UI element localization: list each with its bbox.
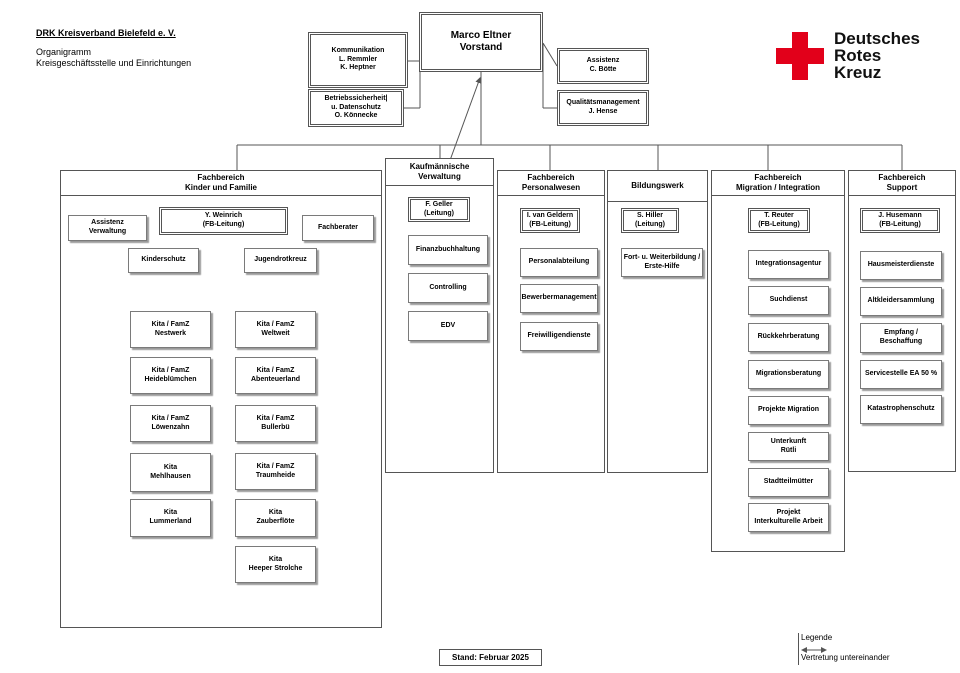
logo-word-1: Deutsches [834, 29, 920, 48]
kita-box: Kita / FamZ Traumheide [235, 453, 316, 490]
kaufm-item: EDV [408, 311, 488, 341]
personal-lead: I. van Geldern (FB-Leitung) [520, 208, 580, 233]
kita-box: Kita Mehlhausen [130, 453, 211, 492]
kaufm-item: Controlling [408, 273, 488, 303]
kita-box: Kita / FamZ Abenteuerland [235, 357, 316, 394]
ceo-role: Vorstand [459, 42, 503, 53]
panel-kinder: Fachbereich Kinder und Familie [60, 170, 382, 628]
red-cross-icon [776, 32, 824, 80]
personal-item: Personalabteilung [520, 248, 598, 277]
assistenz-box: Assistenz C. Bötte [557, 48, 649, 84]
drk-logo: Deutsches Rotes Kreuz [776, 29, 936, 82]
sicherheit-box: Betriebssicherheit| u. Datenschutz O. Kö… [308, 89, 404, 127]
org-name: DRK Kreisverband Bielefeld e. V. [36, 28, 176, 38]
qualitaet-box: Qualitätsmanagement J. Hense [557, 90, 649, 126]
logo-word-2: Rotes [834, 46, 882, 65]
migration-lead: T. Reuter (FB-Leitung) [748, 208, 810, 233]
kita-box: Kita / FamZ Löwenzahn [130, 405, 211, 442]
migration-item: Integrationsagentur [748, 250, 829, 279]
migration-item: Migrationsberatung [748, 360, 829, 389]
kinder-fachberater: Fachberater [302, 215, 374, 241]
legend-text: Vertretung untereinander [801, 653, 890, 662]
bildung-lead: S. Hiller (Leitung) [621, 208, 679, 233]
doc-subtitle: Kreisgeschäftsstelle und Einrichtungen [36, 58, 192, 69]
kinder-assistenz: Assistenz Verwaltung [68, 215, 147, 241]
kita-box: Kita Zauberflöte [235, 499, 316, 537]
kinder-jugendrotkreuz: Jugendrotkreuz [244, 248, 317, 273]
support-item: Katastrophenschutz [860, 395, 942, 424]
kinder-lead: Y. Weinrich (FB-Leitung) [159, 207, 288, 235]
kommunikation-box: Kommunikation L. Remmler K. Heptner [308, 32, 408, 88]
support-item: Altkleidersammlung [860, 287, 942, 316]
migration-item: Rückkehrberatung [748, 323, 829, 352]
logo-word-3: Kreuz [834, 63, 882, 82]
personal-item: Freiwilligendienste [520, 322, 598, 351]
header-block: DRK Kreisverband Bielefeld e. V. Organig… [36, 28, 191, 70]
migration-item: Projekt Interkulturelle Arbeit [748, 503, 829, 532]
kaufm-lead: F. Geller (Leitung) [408, 197, 470, 222]
migration-item: Stadtteilmütter [748, 468, 829, 497]
panel-support-title: Fachbereich Support [849, 171, 955, 196]
kaufm-item: Finanzbuchhaltung [408, 235, 488, 265]
panel-kinder-title: Fachbereich Kinder und Familie [61, 171, 381, 196]
panel-personal-title: Fachbereich Personalwesen [498, 171, 604, 196]
kita-box: Kita / FamZ Weltweit [235, 311, 316, 348]
support-item: Empfang / Beschaffung [860, 323, 942, 353]
panel-bildung-title: Bildungswerk [608, 171, 707, 202]
legend: Legende Vertretung untereinander [798, 633, 916, 665]
stand-box: Stand: Februar 2025 [439, 649, 542, 666]
kita-box: Kita Lummerland [130, 499, 211, 537]
migration-item: Suchdienst [748, 286, 829, 315]
support-lead: J. Husemann (FB-Leitung) [860, 208, 940, 233]
panel-kaufm-title: Kaufmännische Verwaltung [386, 159, 493, 186]
support-item: Servicestelle EA 50 % [860, 360, 942, 389]
kita-box: Kita Heeper Strolche [235, 546, 316, 583]
panel-migration-title: Fachbereich Migration / Integration [712, 171, 844, 196]
migration-item: Unterkunft Rütli [748, 432, 829, 461]
personal-item: Bewerbermanagement [520, 284, 598, 313]
ceo-box: Marco Eltner Vorstand [419, 12, 543, 72]
doc-title: Organigramm [36, 46, 92, 57]
ceo-name: Marco Eltner [450, 29, 512, 41]
kinder-kinderschutz: Kinderschutz [128, 248, 199, 273]
kita-box: Kita / FamZ Heideblümchen [130, 357, 211, 394]
bildung-item: Fort- u. Weiterbildung / Erste-Hilfe [621, 248, 703, 277]
support-item: Hausmeisterdienste [860, 251, 942, 280]
legend-title: Legende [801, 633, 833, 642]
kita-box: Kita / FamZ Nestwerk [130, 311, 211, 348]
kita-box: Kita / FamZ Bullerbü [235, 405, 316, 442]
migration-item: Projekte Migration [748, 396, 829, 425]
